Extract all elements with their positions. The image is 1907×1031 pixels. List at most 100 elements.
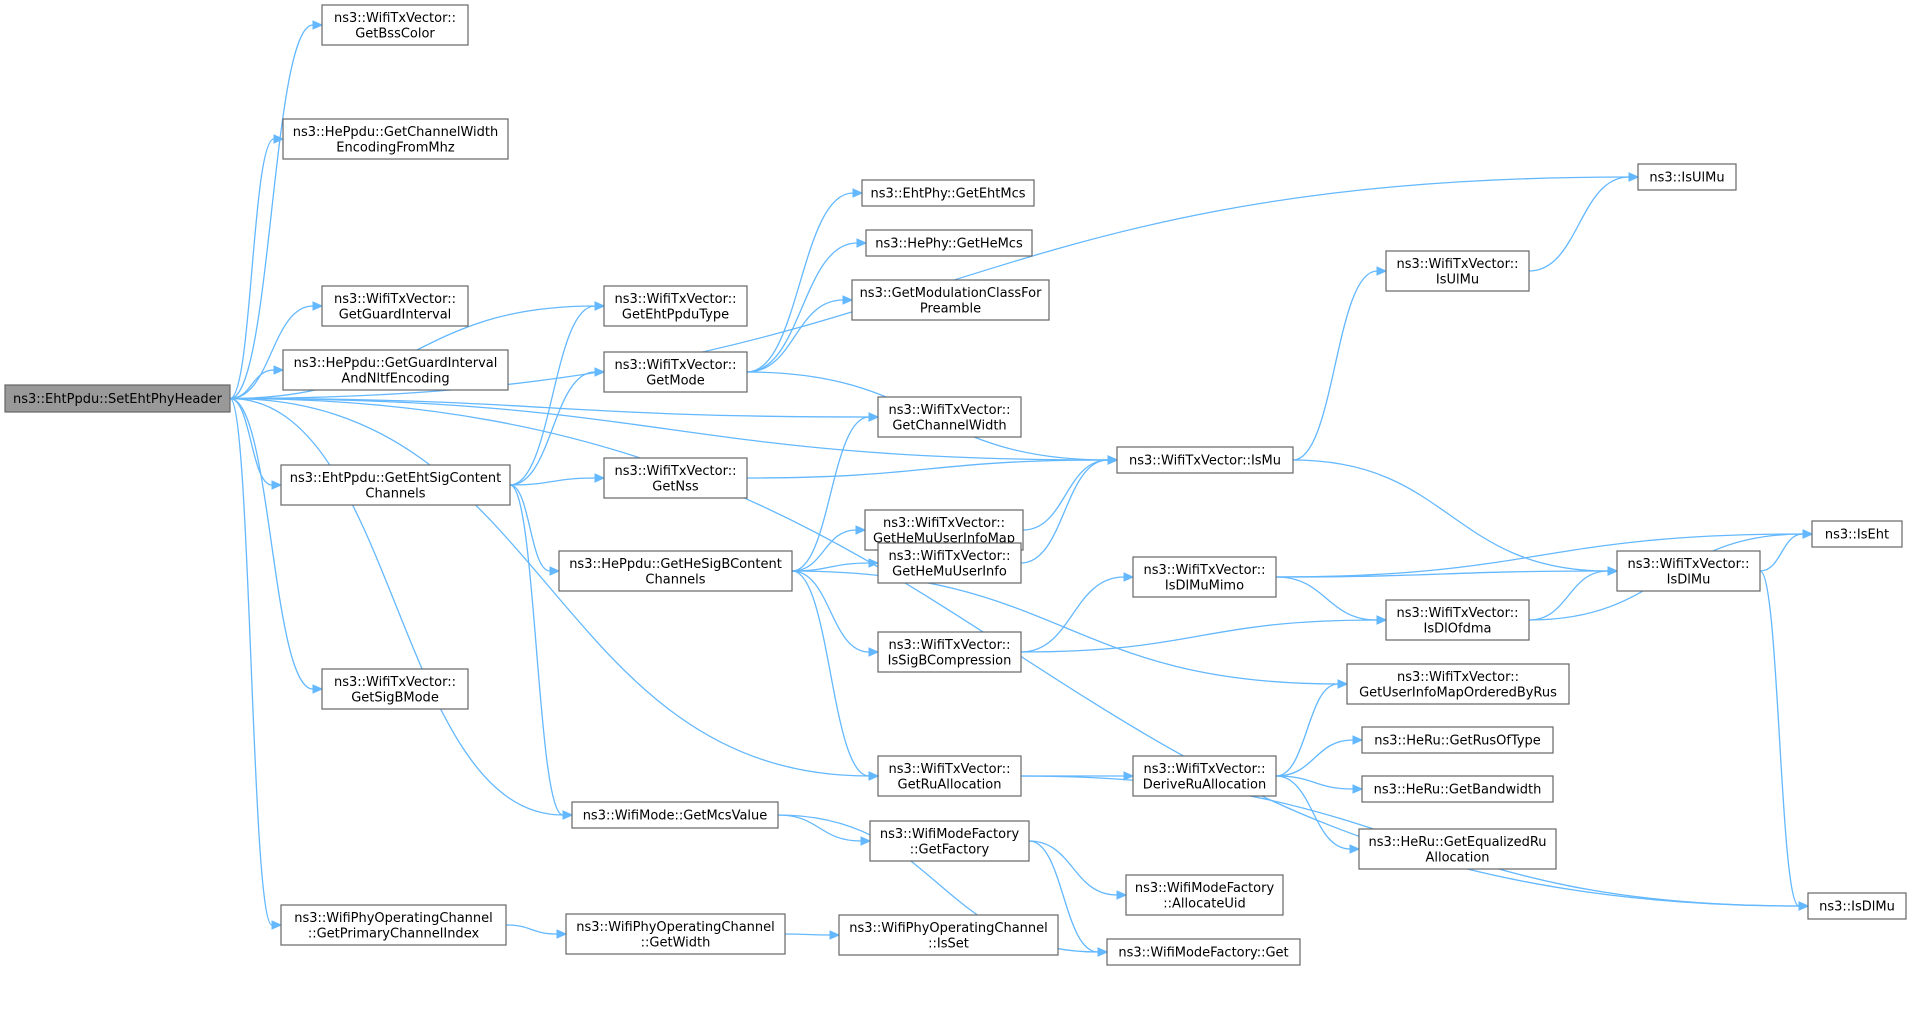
edge-get-eht-sig-to-get-mode <box>509 367 606 486</box>
node-label: ns3::HeRu::GetBandwidth <box>1374 783 1542 798</box>
node-tx-is-ul-mu[interactable]: ns3::WifiTxVector::IsUlMu <box>1385 250 1530 292</box>
arrowhead-icon <box>1107 455 1119 465</box>
node-derive-ru[interactable]: ns3::WifiTxVector::DeriveRuAllocation <box>1132 755 1277 797</box>
node-is-dl-mu-mimo[interactable]: ns3::WifiTxVector::IsDlMuMimo <box>1132 556 1277 598</box>
edge-root-to-get-eht-sig <box>229 397 283 490</box>
node-label: ns3::HePhy::GetHeMcs <box>875 237 1023 252</box>
edge-line <box>1759 570 1800 907</box>
arrowhead-icon <box>1798 901 1810 911</box>
node-is-dl-mu[interactable]: ns3::IsDlMu <box>1807 892 1907 920</box>
node-label: ns3::WifiPhyOperatingChannel <box>849 921 1048 936</box>
edge-line <box>1028 840 1118 896</box>
node-box <box>603 457 748 499</box>
node-label: ns3::WifiTxVector:: <box>614 292 736 307</box>
node-label: AndNltfEncoding <box>341 371 449 386</box>
arrowhead-icon <box>1802 529 1814 539</box>
node-get-eht-mcs[interactable]: ns3::EhtPhy::GetEhtMcs <box>861 179 1035 207</box>
edge-line <box>746 242 858 373</box>
node-label: IsUlMu <box>1436 272 1479 287</box>
node-is-set[interactable]: ns3::WifiPhyOperatingChannel::IsSet <box>838 914 1059 956</box>
edge-line <box>509 305 596 486</box>
node-label: ::GetPrimaryChannelIndex <box>308 926 480 941</box>
edge-line <box>1528 176 1630 272</box>
node-get-rus-of-type[interactable]: ns3::HeRu::GetRusOfType <box>1361 726 1554 754</box>
node-label: IsDlMuMimo <box>1165 578 1244 593</box>
node-get-factory[interactable]: ns3::WifiModeFactory::GetFactory <box>869 820 1030 862</box>
node-is-mu[interactable]: ns3::WifiTxVector::IsMu <box>1116 446 1294 474</box>
node-label: GetEhtPpduType <box>622 307 729 322</box>
node-label: GetUserInfoMapOrderedByRus <box>1359 685 1557 700</box>
node-label: ns3::WifiModeFactory::Get <box>1118 946 1288 961</box>
node-tx-is-dl-mu[interactable]: ns3::WifiTxVector::IsDlMu <box>1616 550 1761 592</box>
edge-derive-ru-to-get-eq-ru <box>1275 775 1361 854</box>
node-box <box>282 118 509 160</box>
node-get-he-mcs[interactable]: ns3::HePhy::GetHeMcs <box>865 229 1033 257</box>
arrowhead-icon <box>312 301 324 311</box>
node-mf-get[interactable]: ns3::WifiModeFactory::Get <box>1106 938 1301 966</box>
edge-line <box>1275 775 1351 850</box>
node-label: ns3::WifiTxVector:: <box>1143 563 1265 578</box>
node-get-ru-alloc[interactable]: ns3::WifiTxVector::GetRuAllocation <box>877 755 1022 797</box>
node-box <box>1106 938 1301 966</box>
node-get-bss-color[interactable]: ns3::WifiTxVector::GetBssColor <box>321 4 469 46</box>
node-get-eht-ppdu-type[interactable]: ns3::WifiTxVector::GetEhtPpduType <box>603 285 748 327</box>
node-box <box>1361 726 1554 754</box>
edge-derive-ru-to-get-bandwidth <box>1275 775 1364 794</box>
edge-layer <box>229 20 1814 957</box>
node-get-mcs-value[interactable]: ns3::WifiMode::GetMcsValue <box>571 801 779 829</box>
node-get-sig-bmode[interactable]: ns3::WifiTxVector::GetSigBMode <box>321 668 469 710</box>
node-root[interactable]: ns3::EhtPpdu::SetEhtPhyHeader <box>4 384 231 413</box>
node-get-user-info-map[interactable]: ns3::WifiTxVector::GetUserInfoMapOrdered… <box>1346 663 1570 705</box>
node-alloc-uid[interactable]: ns3::WifiModeFactory::AllocateUid <box>1125 874 1284 916</box>
arrowhead-icon <box>556 929 568 939</box>
node-label: Channels <box>365 486 425 501</box>
node-label: ns3::WifiTxVector::IsMu <box>1129 454 1281 469</box>
node-label: IsSigBCompression <box>888 653 1012 668</box>
node-label: ns3::EhtPpdu::GetEhtSigContent <box>290 471 501 486</box>
node-get-bandwidth[interactable]: ns3::HeRu::GetBandwidth <box>1361 775 1554 803</box>
edge-line <box>1020 619 1378 653</box>
edge-get-mode-to-get-eht-mcs <box>746 188 864 373</box>
edge-line <box>229 397 314 690</box>
edge-is-mu-to-tx-is-ul-mu <box>1292 266 1388 461</box>
edge-line <box>509 371 596 486</box>
node-get-width[interactable]: ns3::WifiPhyOperatingChannel::GetWidth <box>565 913 786 955</box>
node-get-guard-interval[interactable]: ns3::WifiTxVector::GetGuardInterval <box>321 285 469 327</box>
node-is-ul-mu[interactable]: ns3::IsUlMu <box>1637 163 1737 191</box>
node-get-mode[interactable]: ns3::WifiTxVector::GetMode <box>603 351 748 393</box>
arrowhead-icon <box>1352 784 1364 794</box>
edge-is-sig-bcomp-to-is-dl-mu-mimo <box>1020 572 1135 653</box>
node-label: ns3::WifiTxVector:: <box>888 549 1010 564</box>
node-label: Channels <box>645 572 705 587</box>
node-get-cw-enc[interactable]: ns3::HePpdu::GetChannelWidthEncodingFrom… <box>282 118 509 160</box>
arrowhead-icon <box>1123 572 1135 582</box>
edge-line <box>229 397 564 816</box>
node-box <box>1132 755 1277 797</box>
node-get-channel-width[interactable]: ns3::WifiTxVector::GetChannelWidth <box>877 396 1022 438</box>
node-label: ::AllocateUid <box>1163 896 1245 911</box>
node-label: ns3::WifiTxVector:: <box>1627 557 1749 572</box>
edge-is-sig-bcomp-to-is-dl-ofdma <box>1020 615 1388 653</box>
node-is-sig-bcomp[interactable]: ns3::WifiTxVector::IsSigBCompression <box>877 631 1022 673</box>
arrowhead-icon <box>549 566 561 576</box>
node-label: GetRuAllocation <box>898 777 1002 792</box>
node-is-dl-ofdma[interactable]: ns3::WifiTxVector::IsDlOfdma <box>1385 599 1530 641</box>
node-label: ns3::HePpdu::GetHeSigBContent <box>569 557 782 572</box>
node-is-eht[interactable]: ns3::IsEht <box>1811 520 1903 548</box>
edge-line <box>509 484 564 816</box>
edge-line <box>791 562 870 572</box>
edge-is-mu-to-tx-is-dl-mu <box>1292 459 1619 576</box>
node-get-nss[interactable]: ns3::WifiTxVector::GetNss <box>603 457 748 499</box>
node-box <box>851 279 1050 321</box>
node-get-he-mu-info[interactable]: ns3::WifiTxVector::GetHeMuUserInfo <box>877 542 1022 584</box>
edge-line <box>1759 533 1804 572</box>
edge-get-eht-sig-to-get-he-sig-b <box>509 484 561 576</box>
edge-line <box>746 299 844 373</box>
node-get-prim-idx[interactable]: ns3::WifiPhyOperatingChannel::GetPrimary… <box>280 904 507 946</box>
node-get-gi-nltf[interactable]: ns3::HePpdu::GetGuardIntervalAndNltfEnco… <box>282 349 509 391</box>
